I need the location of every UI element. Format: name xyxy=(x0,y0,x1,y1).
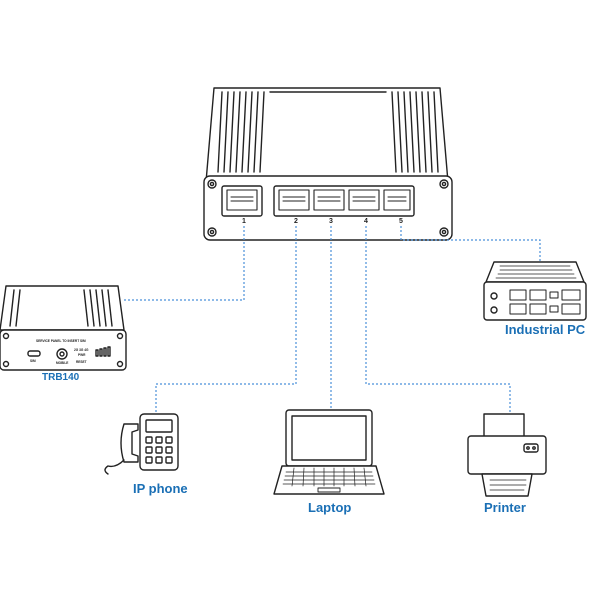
industrial-pc-device xyxy=(483,261,587,321)
switch-device xyxy=(203,87,453,241)
ip-phone-device xyxy=(104,413,179,475)
connection-links xyxy=(124,226,541,414)
port-3-label: 3 xyxy=(329,218,333,225)
link-port1-trb140 xyxy=(124,226,245,301)
trb140-mobile-label: MOBILE xyxy=(56,361,69,365)
link-port5-industrial-pc xyxy=(400,226,541,262)
port-2-label: 2 xyxy=(294,218,298,225)
trb140-leds-label: 2G 3G 4G xyxy=(74,348,89,352)
port-1-label: 1 xyxy=(242,218,246,225)
link-port2-ip-phone xyxy=(155,226,297,414)
ip-phone-label: IP phone xyxy=(133,481,188,496)
port-4-label: 4 xyxy=(364,218,368,225)
trb140-sim-label: SIM xyxy=(30,359,36,363)
laptop-label: Laptop xyxy=(308,500,352,515)
switch-heatsink-right xyxy=(391,91,439,173)
link-port4-printer xyxy=(365,226,511,414)
switch-ports xyxy=(221,185,415,217)
trb140-device xyxy=(0,285,127,371)
trb140-reset-label: RESET xyxy=(76,360,87,364)
port-5-label: 5 xyxy=(399,218,403,225)
laptop-device xyxy=(273,409,385,495)
switch-screws xyxy=(207,179,449,237)
trb140-panel-text: SERVICE PANEL TO INSERT SIM xyxy=(36,339,86,343)
printer-label: Printer xyxy=(484,500,526,515)
switch-heatsink-left xyxy=(217,91,265,173)
printer-device xyxy=(467,413,547,497)
trb140-label: TRB140 xyxy=(42,372,80,383)
trb140-power-label: PWR xyxy=(78,353,86,357)
industrial-pc-label: Industrial PC xyxy=(505,322,586,337)
